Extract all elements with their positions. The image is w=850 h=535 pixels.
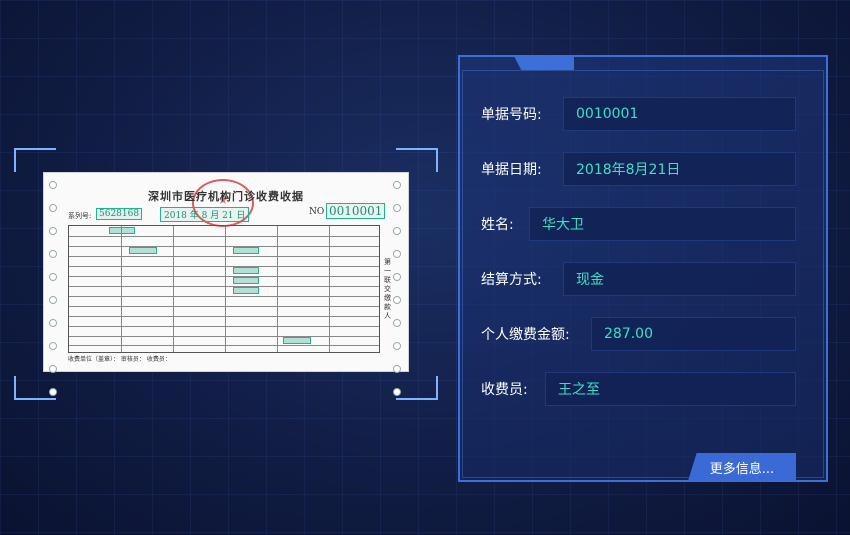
red-seal-stamp bbox=[192, 179, 254, 227]
receipt-title: 深圳市医疗机构门诊收费收据 bbox=[148, 190, 304, 203]
receipt-side-text: 第一联 交缴款人 bbox=[384, 258, 391, 320]
field-label: 单据日期: bbox=[481, 162, 542, 178]
receipt-footer: 收费单位（盖章）： 审核员： 收费员： bbox=[68, 356, 171, 363]
cashier-value[interactable]: 王之至 bbox=[545, 372, 796, 406]
punch-holes-left bbox=[49, 181, 59, 396]
receipt-date-value[interactable]: 2018年8月21日 bbox=[563, 152, 796, 186]
settlement-method-value[interactable]: 现金 bbox=[563, 262, 796, 296]
more-info-button[interactable]: 更多信息... bbox=[688, 453, 796, 481]
field-personal-payment: 个人缴费金额: bbox=[481, 317, 570, 351]
name-value[interactable]: 华大卫 bbox=[529, 207, 796, 241]
field-cashier: 收费员: bbox=[481, 372, 528, 406]
field-receipt-number: 单据号码: bbox=[481, 97, 542, 131]
receipt-number-value[interactable]: 0010001 bbox=[563, 97, 796, 131]
scan-frame bbox=[14, 148, 438, 400]
field-name: 姓名: bbox=[481, 207, 514, 241]
receipt-serial: 5628168 bbox=[96, 208, 143, 220]
field-label: 结算方式: bbox=[481, 272, 542, 288]
field-label: 收费员: bbox=[481, 382, 528, 398]
frame-corner bbox=[396, 148, 438, 172]
personal-payment-value[interactable]: 287.00 bbox=[591, 317, 796, 351]
field-settlement-method: 结算方式: bbox=[481, 262, 542, 296]
frame-corner bbox=[14, 148, 56, 172]
receipt-serial-label: 系列号: bbox=[68, 212, 92, 220]
field-receipt-date: 单据日期: bbox=[481, 152, 542, 186]
receipt-date: 2018 年 8 月 21 日 bbox=[160, 207, 250, 222]
frame-corner bbox=[14, 376, 56, 400]
field-label: 单据号码: bbox=[481, 107, 542, 123]
receipt-number: 0010001 bbox=[326, 203, 386, 219]
frame-corner bbox=[396, 376, 438, 400]
receipt-image: 深圳市医疗机构门诊收费收据 系列号: 5628168 2018 年 8 月 21… bbox=[43, 172, 409, 396]
punch-holes-right bbox=[393, 181, 403, 396]
receipt-no-label: NO bbox=[309, 207, 325, 217]
field-label: 姓名: bbox=[481, 217, 514, 233]
panel-tab-decoration bbox=[514, 56, 574, 70]
receipt-table bbox=[68, 225, 380, 353]
field-label: 个人缴费金额: bbox=[481, 327, 570, 343]
